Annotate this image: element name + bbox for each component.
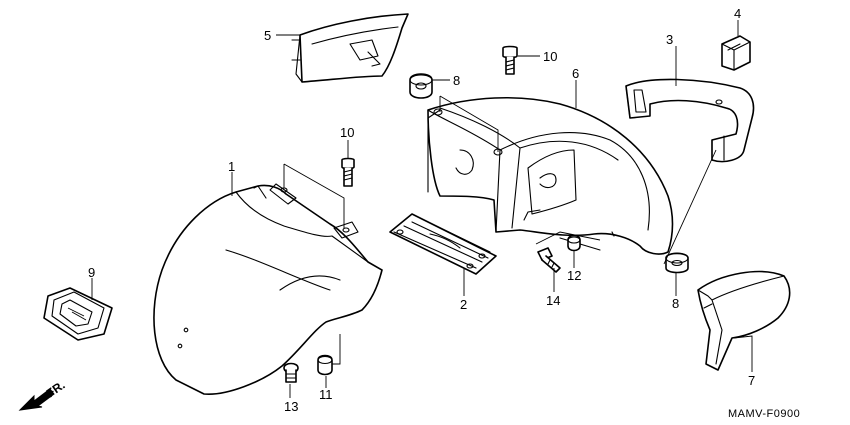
clip-part (721, 35, 751, 71)
diagram-code: MAMV-F0900 (728, 408, 800, 420)
leader-lines (91, 20, 753, 398)
callout-part-10-upper: 10 (543, 49, 557, 64)
mounting-plate-part (389, 213, 497, 275)
grommet-upper-part (409, 73, 433, 99)
inner-fender-part (427, 96, 674, 255)
grommet-lower-part (665, 252, 689, 274)
front-fender-part (153, 183, 383, 395)
callout-part-9: 9 (88, 265, 95, 280)
upper-cover-part (291, 13, 409, 83)
screw-part (283, 362, 299, 383)
callout-part-3: 3 (666, 32, 673, 47)
callout-part-7: 7 (748, 373, 755, 388)
callout-part-6: 6 (572, 66, 579, 81)
reflector-part (43, 287, 113, 341)
callout-part-12: 12 (567, 268, 581, 283)
front-direction-arrow: FR. (18, 378, 68, 411)
callout-part-8-lower: 8 (672, 296, 679, 311)
callout-part-13: 13 (284, 399, 298, 414)
callout-part-11: 11 (319, 387, 333, 402)
grommet-small-part (567, 234, 581, 252)
callout-part-10-lower: 10 (340, 125, 354, 140)
direction-arrow-icon (18, 388, 55, 411)
bolt-lower-part (341, 157, 355, 187)
callout-part-5: 5 (264, 28, 271, 43)
callout-part-1: 1 (228, 159, 235, 174)
callout-part-8-upper: 8 (453, 73, 460, 88)
collar-part (317, 354, 333, 376)
bolt-upper-part (502, 45, 518, 75)
callout-part-2: 2 (460, 297, 467, 312)
callout-part-14: 14 (546, 293, 560, 308)
handle-bracket-part (625, 78, 755, 163)
callout-part-4: 4 (734, 6, 741, 21)
bolt-mid-part (537, 247, 561, 273)
callout-labels: 5 10 8 6 3 4 10 1 9 2 12 14 8 7 13 11 (88, 6, 755, 414)
side-cover-part (697, 270, 791, 371)
